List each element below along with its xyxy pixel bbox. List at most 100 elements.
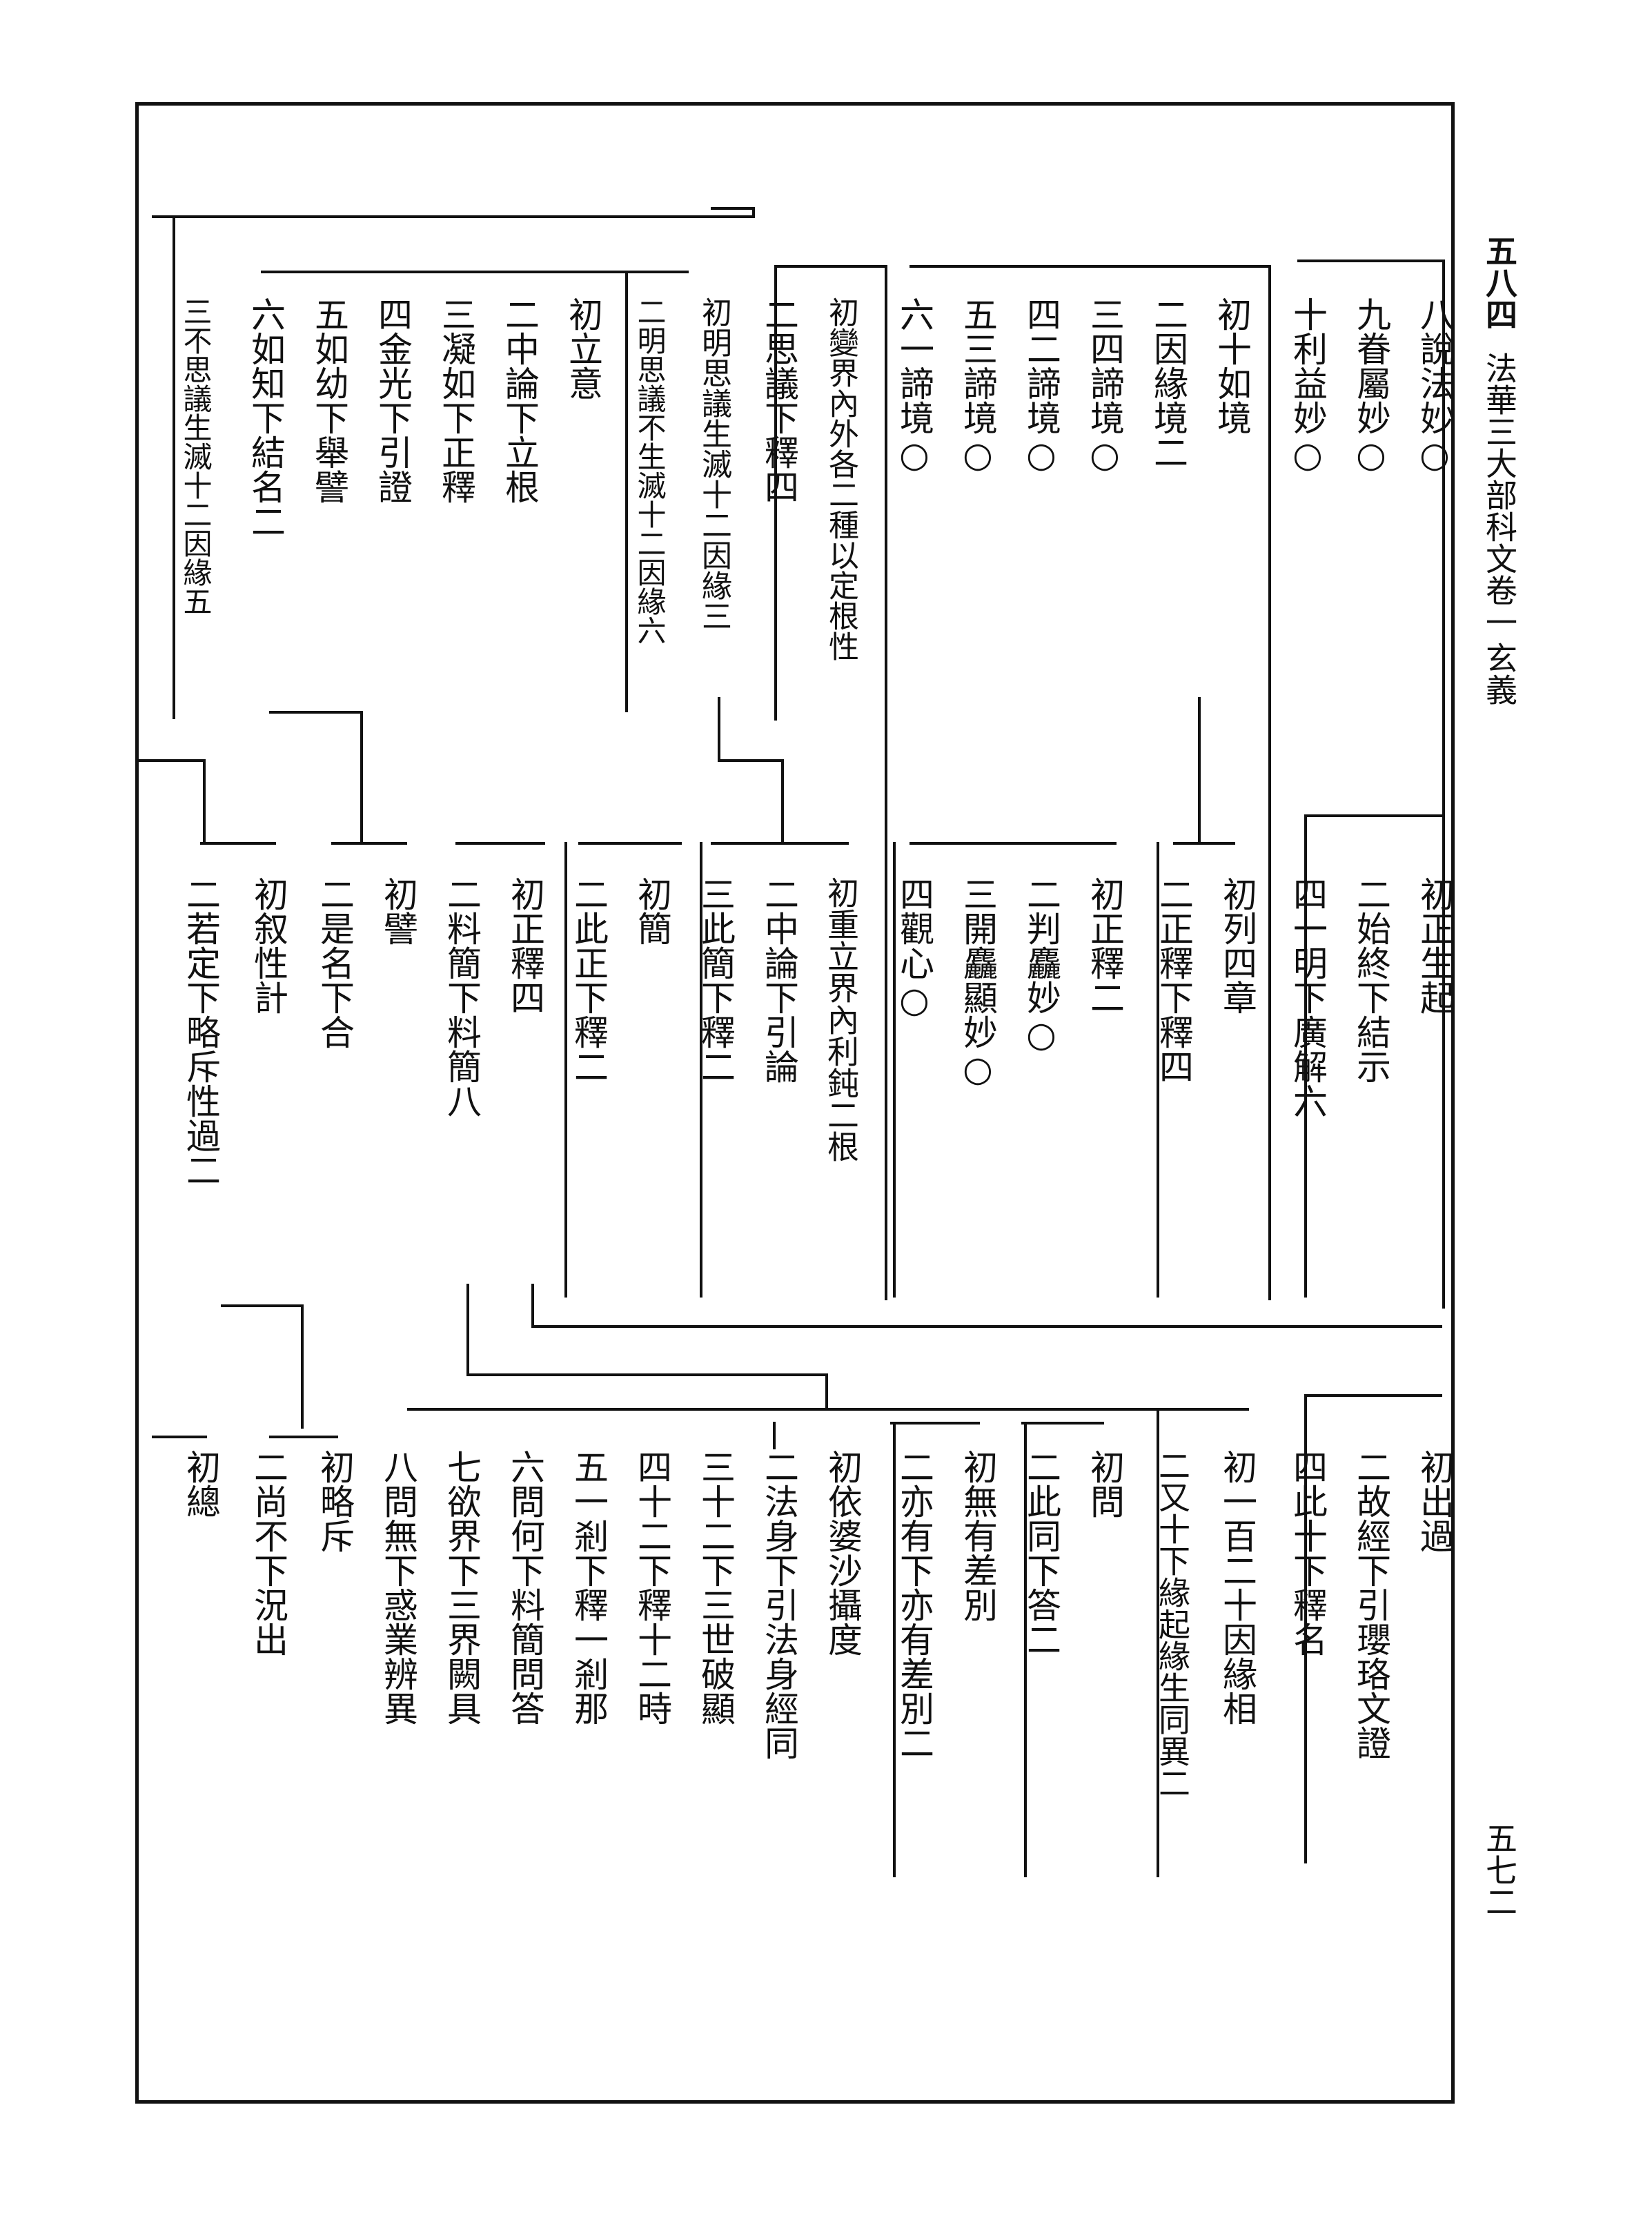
outline-entry: 三四諦境○ (1085, 297, 1125, 475)
bracket-line (407, 1408, 1249, 1411)
outline-entry: 七欲界下三界闕具 (442, 1449, 482, 1725)
outline-entry: 二明思議不生滅十二因緣六 (633, 297, 667, 645)
bracket-line (269, 711, 363, 714)
outline-entry: 四金光下引證 (373, 297, 413, 504)
outline-entry: 初明思議生滅十二因緣三 (696, 297, 731, 631)
outline-entry: 二故經下引瓔珞文證 (1351, 1449, 1391, 1760)
bracket-line (269, 1436, 338, 1438)
outline-entry: 四此十下釋名 (1288, 1449, 1328, 1656)
bracket-line (718, 759, 784, 762)
bracket-line (1297, 260, 1442, 262)
bracket-line (774, 265, 777, 721)
bracket-line (173, 215, 175, 719)
bracket-line (1304, 814, 1442, 817)
outline-entry: 六問何下料簡問答 (505, 1449, 545, 1725)
outline-entry: 二是名下合 (315, 877, 355, 1049)
outline-entry: 初立意 (563, 297, 603, 400)
bracket-line (152, 215, 752, 218)
outline-entry: 初正釋二 (1085, 877, 1125, 1015)
page-number-top: 五八四 (1481, 235, 1518, 330)
bracket-line (909, 265, 1268, 268)
bracket-line (466, 1284, 469, 1376)
outline-entry: 四二諦境○ (1021, 297, 1061, 475)
page-frame (135, 102, 1455, 2104)
outline-entry: 三凝如下正釋 (436, 297, 476, 504)
bracket-line (1157, 1408, 1159, 1877)
bracket-line (203, 759, 206, 842)
bracket-line (1304, 1394, 1442, 1397)
bracket-line (774, 265, 885, 268)
outline-entry: 二料簡下料簡八 (442, 877, 482, 1118)
outline-entry: 二中論下立根 (500, 297, 540, 504)
outline-entry: 二思議下釋四 (759, 297, 799, 504)
outline-entry: 二法身下引法身經同 (759, 1449, 799, 1760)
outline-entry: 初一百二十因緣相 (1217, 1449, 1257, 1725)
outline-entry: 二又十下緣起緣生同異二 (1154, 1449, 1191, 1799)
bracket-line (301, 1304, 304, 1429)
section-label: 玄義 (1481, 642, 1518, 705)
bracket-line (138, 759, 206, 762)
outline-entry: 四一明下廣解六 (1288, 877, 1328, 1118)
outline-entry: 二亦有下亦有差別二 (894, 1449, 934, 1760)
outline-entry: 初正釋四 (505, 877, 545, 1015)
bracket-line (893, 842, 896, 1298)
bracket-line (531, 1284, 534, 1328)
bracket-line (773, 1422, 776, 1449)
bracket-line (200, 842, 276, 845)
bracket-line (893, 1422, 896, 1877)
bracket-line (1021, 1422, 1104, 1425)
outline-entry: 二此同下答二 (1021, 1449, 1061, 1656)
bracket-line (700, 842, 702, 1298)
outline-entry: 二中論下引論 (759, 877, 799, 1084)
outline-entry: 二正釋下釋四 (1154, 877, 1194, 1084)
outline-entry: 二始終下結示 (1351, 877, 1391, 1084)
outline-entry: 初正生起 (1415, 877, 1455, 1015)
outline-entry: 初問 (1085, 1449, 1125, 1518)
outline-entry: 九眷屬妙○ (1351, 297, 1391, 475)
outline-entry: 初譬 (378, 877, 418, 946)
bracket-line (752, 207, 755, 218)
bracket-line (331, 842, 407, 845)
outline-entry: 初列四章 (1217, 877, 1257, 1015)
outline-entry: 十利益妙○ (1288, 297, 1328, 475)
bracket-line (1173, 842, 1235, 845)
bracket-line (885, 265, 887, 1300)
outline-entry: 初出過 (1415, 1449, 1455, 1553)
bracket-line (1304, 1394, 1307, 1863)
bracket-line (564, 842, 567, 1298)
page-number-bottom: 五七二 (1481, 1822, 1518, 1917)
bracket-line (1304, 814, 1307, 1298)
bracket-line (360, 711, 363, 842)
outline-entry: 二若定下略斥性過二 (181, 877, 221, 1187)
bracket-line (221, 1304, 304, 1307)
outline-entry: 初簡 (632, 877, 672, 946)
outline-entry: 初叙性計 (248, 877, 288, 1015)
outline-entry: 六如知下結名二 (246, 297, 286, 538)
bracket-line (1024, 1422, 1027, 1877)
bracket-line (578, 842, 682, 845)
bracket-line (890, 1422, 980, 1425)
outline-entry: 二判麤妙○ (1021, 877, 1061, 1055)
outline-entry: 初重立界內利鈍二根 (823, 877, 860, 1162)
outline-entry: 初變界內外各二種以定根性 (823, 297, 858, 661)
bracket-line (152, 1436, 207, 1438)
bracket-line (711, 842, 849, 845)
outline-entry: 五如幼下舉譬 (309, 297, 349, 504)
outline-entry: 初依婆沙攝度 (823, 1449, 863, 1656)
bracket-line (455, 842, 545, 845)
bracket-line (625, 271, 628, 712)
outline-entry: 二此正下釋二 (569, 877, 609, 1084)
bracket-line (466, 1373, 825, 1376)
bracket-line (781, 759, 784, 842)
bracket-line (1442, 260, 1445, 1309)
bracket-line (909, 842, 1117, 845)
outline-entry: 八說法妙○ (1415, 297, 1455, 475)
bracket-line (531, 1325, 1442, 1328)
bracket-line (825, 1373, 828, 1408)
outline-entry: 三不思議生滅十二因緣五 (179, 297, 213, 616)
outline-entry: 初略斥 (315, 1449, 355, 1553)
outline-entry: 八問無下惑業辨異 (378, 1449, 418, 1725)
outline-entry: 二尚不下況出 (248, 1449, 288, 1656)
bracket-line (718, 697, 720, 759)
